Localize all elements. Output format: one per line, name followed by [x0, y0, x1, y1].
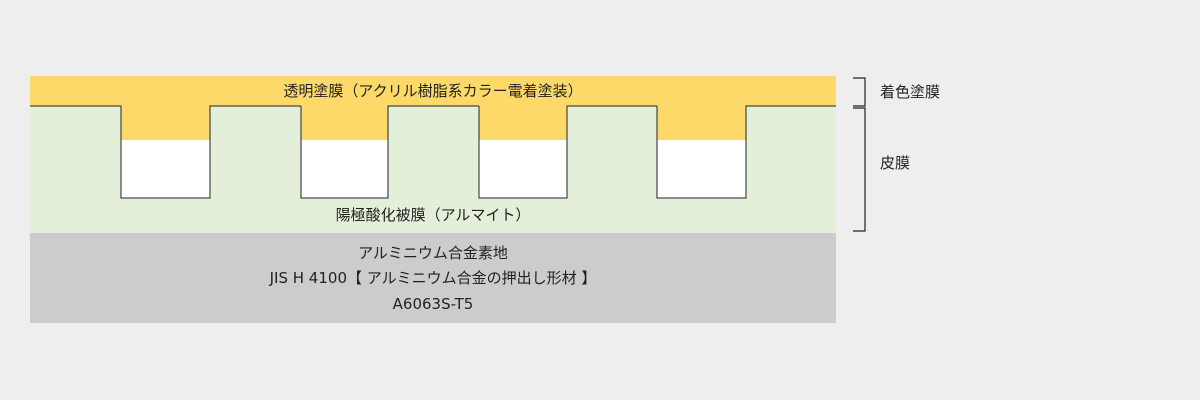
colored-film-bracket [853, 77, 866, 107]
substrate-layer [30, 233, 836, 323]
substrate-label-line-1: アルミニウム合金素地 [358, 244, 508, 262]
substrate-label-line-3: A6063S-T5 [393, 295, 474, 313]
film-bracket [853, 107, 866, 232]
pore-4 [656, 105, 836, 199]
anodic-film-label: 陽極酸化被膜（アルマイト） [336, 206, 531, 224]
coating-layer [30, 76, 836, 106]
substrate-label-line-2: JIS H 4100【 アルミニウム合金の押出し形材 】 [269, 269, 597, 287]
colored-film-label: 着色塗膜 [880, 83, 940, 101]
pore-1 [30, 105, 301, 199]
pore-3 [478, 105, 657, 199]
pore-2 [300, 105, 479, 199]
coating-label: 透明塗膜（アクリル樹脂系カラー電着塗装） [283, 82, 582, 100]
film-label: 皮膜 [880, 154, 910, 172]
pore-group [30, 105, 836, 199]
